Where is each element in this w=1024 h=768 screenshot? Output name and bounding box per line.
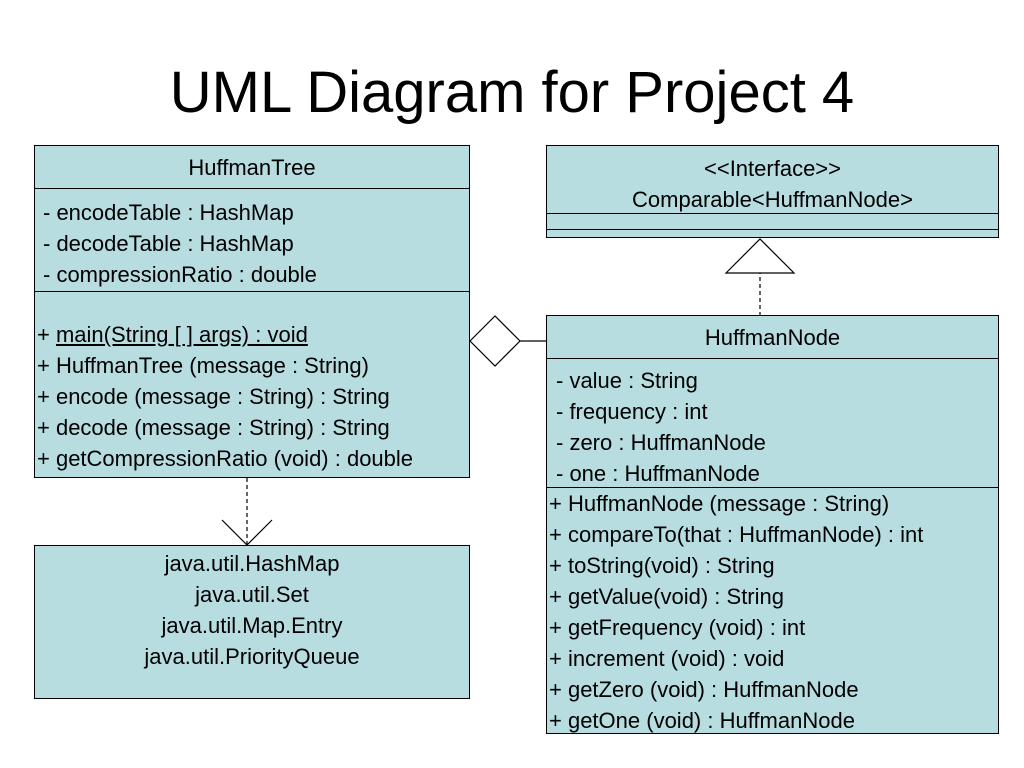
- huffman-node-method: + increment (void) : void: [549, 646, 785, 671]
- comparable-attributes: [547, 214, 998, 230]
- realization-arrowhead: [724, 238, 796, 274]
- huffman-tree-method-main: + main(String [ ] args) : void: [37, 319, 469, 350]
- huffman-tree-method: + HuffmanTree (message : String): [37, 353, 369, 378]
- import-line: java.util.Map.Entry: [161, 613, 343, 638]
- comparable-methods: [547, 230, 998, 237]
- huffman-tree-attributes: - encodeTable : HashMap - decodeTable : …: [35, 189, 469, 292]
- aggregation-diamond: [469, 315, 521, 367]
- huffman-node-method: + compareTo(that : HuffmanNode) : int: [549, 522, 924, 547]
- huffman-tree-name: HuffmanTree: [188, 155, 316, 180]
- comparable-name-section: <<Interface>> Comparable<HuffmanNode>: [547, 146, 998, 214]
- huffman-node-attribute: - frequency : int: [556, 399, 708, 424]
- import-line: java.util.HashMap: [164, 551, 340, 576]
- huffman-node-method: + HuffmanNode (message : String): [549, 491, 890, 516]
- method-prefix: +: [37, 322, 56, 347]
- huffman-node-name: HuffmanNode: [704, 325, 841, 350]
- huffman-tree-method: + encode (message : String) : String: [37, 384, 390, 409]
- huffman-tree-attribute: - decodeTable : HashMap: [43, 231, 294, 256]
- huffman-node-methods: + HuffmanNode (message : String) + compa…: [547, 488, 998, 736]
- interface-name: Comparable<HuffmanNode>: [632, 187, 913, 212]
- import-line: java.util.Set: [195, 582, 309, 607]
- import-line: java.util.PriorityQueue: [144, 644, 360, 669]
- huffman-tree-methods: + main(String [ ] args) : void + Huffman…: [35, 292, 469, 474]
- huffman-node-attribute: - one : HuffmanNode: [556, 461, 760, 486]
- main-method-signature: main(String [ ] args) : void: [55, 322, 308, 347]
- huffman-node-attribute: - value : String: [556, 368, 698, 393]
- comparable-interface: <<Interface>> Comparable<HuffmanNode>: [546, 145, 999, 238]
- huffman-node-method: + getValue(void) : String: [549, 584, 784, 609]
- huffman-tree-method: + decode (message : String) : String: [37, 415, 390, 440]
- huffman-node-method: + getZero (void) : HuffmanNode: [549, 677, 859, 702]
- huffman-tree-name-section: HuffmanTree: [35, 146, 469, 189]
- huffman-node-method: + getOne (void) : HuffmanNode: [549, 708, 855, 733]
- huffman-node-method: + toString(void) : String: [549, 553, 775, 578]
- huffman-node-method: + getFrequency (void) : int: [549, 615, 806, 640]
- page-title: UML Diagram for Project 4: [169, 60, 855, 125]
- huffman-node-attributes: - value : String - frequency : int - zer…: [547, 359, 998, 488]
- huffman-tree-attribute: - encodeTable : HashMap: [43, 200, 294, 225]
- imports-box: java.util.HashMap java.util.Set java.uti…: [34, 545, 470, 699]
- huffman-tree-attribute: - compressionRatio : double: [43, 262, 317, 287]
- huffman-node-name-section: HuffmanNode: [547, 316, 998, 359]
- interface-stereotype: <<Interface>>: [704, 156, 841, 181]
- huffman-tree-class: HuffmanTree - encodeTable : HashMap - de…: [34, 145, 470, 478]
- huffman-node-class: HuffmanNode - value : String - frequency…: [546, 315, 999, 734]
- huffman-node-attribute: - zero : HuffmanNode: [556, 430, 766, 455]
- huffman-tree-method: + getCompressionRatio (void) : double: [37, 446, 414, 471]
